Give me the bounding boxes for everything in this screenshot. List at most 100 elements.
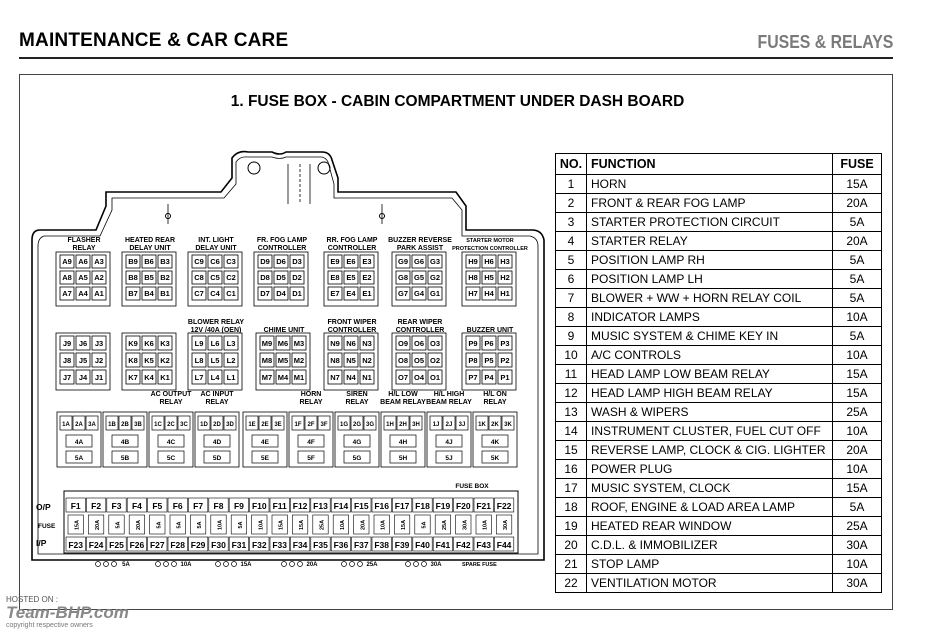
fuse-output-label: F17 — [395, 501, 410, 511]
relay-pin-socket — [118, 415, 132, 431]
fuse-function-cell: STARTER PROTECTION CIRCUIT — [586, 212, 833, 232]
fuse-slot — [353, 514, 370, 535]
relay-pin-socket — [297, 450, 325, 464]
fuse-number-cell: 16 — [555, 459, 587, 479]
relay-pin-label: 2H — [399, 422, 407, 428]
relay-pin-label: O5 — [414, 356, 424, 365]
fuse-input-label: F24 — [89, 540, 104, 550]
relay-pin-socket — [251, 434, 279, 448]
relay-pin-label: 1A — [62, 422, 70, 428]
relay-pin-label: L1 — [227, 373, 236, 382]
fuse-input-label: F27 — [150, 540, 165, 550]
relay-pin-label: 4F — [307, 439, 315, 446]
spare-fuse-slot — [349, 561, 355, 567]
spare-fuse-slot — [103, 561, 109, 567]
spare-fuse-slot — [421, 561, 427, 567]
fuse-output-label: F4 — [132, 501, 142, 511]
relay-pin-socket — [343, 434, 371, 448]
relay-pin-label: 1G — [340, 422, 348, 428]
relay-pin-label: G8 — [398, 273, 408, 282]
relay-pin-socket — [455, 415, 469, 431]
relay-label: INT. LIGHT — [198, 237, 234, 244]
relay-housing — [56, 411, 102, 468]
fuse-output-label: F15 — [354, 501, 369, 511]
fuse-slot — [271, 514, 288, 535]
fuse-slot — [455, 514, 472, 535]
relay-pin-label: N2 — [362, 356, 372, 365]
relay-pin-label: B2 — [160, 273, 170, 282]
mount-hole-left — [247, 161, 261, 175]
relay-pin-socket — [289, 286, 305, 301]
relay-pin-socket — [427, 352, 443, 368]
fuse-input-label: F37 — [354, 540, 369, 550]
fuse-input-terminal — [249, 536, 270, 552]
relay-pin-socket — [327, 270, 343, 285]
relay-label: RELAY — [205, 399, 228, 406]
relay-housing — [323, 332, 379, 391]
fuse-slot — [190, 514, 207, 535]
fuse-function-cell: REVERSE LAMP, CLOCK & CIG. LIGHTER — [586, 440, 833, 460]
fuse-input-terminal — [290, 536, 311, 552]
relay-pin-socket — [259, 369, 275, 385]
spare-fuse-slot — [155, 561, 161, 567]
relay-pin-label: J2 — [95, 356, 103, 365]
relay-pin-socket — [75, 254, 91, 269]
fuse-function-cell: STOP LAMP — [586, 554, 833, 574]
fuse-slot — [496, 514, 513, 535]
relay-pin-socket — [465, 369, 481, 385]
fuse-output-label: F8 — [214, 501, 224, 511]
relay-pin-socket — [191, 270, 207, 285]
relay-pin-label: K1 — [160, 373, 170, 382]
relay-pin-socket — [59, 254, 75, 269]
watermark-hosted: HOSTED ON : — [6, 595, 59, 604]
relay-pin-socket — [395, 352, 411, 368]
relay-pin-socket — [91, 352, 107, 368]
relay-pin-label: N9 — [330, 339, 340, 348]
relay-pin-label: E9 — [330, 257, 339, 266]
relay-housing — [55, 332, 111, 391]
fuse-input-label: F23 — [68, 540, 83, 550]
relay-pin-label: L8 — [195, 356, 204, 365]
fuse-output-label: F14 — [334, 501, 349, 511]
relay-pin-socket — [72, 415, 86, 431]
relay-pin-label: 3J — [459, 422, 466, 428]
fuse-rating-cell: 5A — [832, 212, 882, 232]
spare-fuse-rating: 25A — [366, 562, 378, 568]
relay-pin-label: P3 — [500, 339, 509, 348]
relay-pin-socket — [395, 286, 411, 301]
fuse-input-label: F28 — [170, 540, 185, 550]
fuse-number-cell: 8 — [555, 307, 587, 327]
relay-pin-socket — [481, 270, 497, 285]
housing-outline — [31, 150, 545, 561]
relay-housing — [187, 332, 243, 391]
relay-pin-label: N3 — [362, 339, 372, 348]
relay-pin-socket — [125, 352, 141, 368]
relay-pin-label: N5 — [346, 356, 356, 365]
relay-pin-socket — [91, 270, 107, 285]
relay-housing — [253, 251, 309, 307]
relay-pin-socket — [91, 369, 107, 385]
relay-pin-socket — [258, 415, 272, 431]
relay-pin-label: 4C — [167, 439, 176, 446]
relay-pin-label: 4D — [213, 439, 222, 446]
fuse-number-cell: 20 — [555, 535, 587, 555]
relay-label: FRONT WIPER — [328, 319, 377, 326]
relay-pin-socket — [497, 286, 513, 301]
fuse-slot — [292, 514, 309, 535]
fuse-output-label: F21 — [476, 501, 491, 511]
relay-pin-socket — [327, 254, 343, 269]
fuse-rating-label: 10A — [340, 520, 346, 530]
fuse-slot — [149, 514, 166, 535]
relay-pin-socket — [125, 270, 141, 285]
relay-pin-label: 1D — [200, 422, 208, 428]
fuse-input-label: F30 — [211, 540, 226, 550]
relay-pin-socket — [501, 415, 515, 431]
fuse-slot — [210, 514, 227, 535]
relay-pin-socket — [111, 434, 139, 448]
relay-pin-socket — [245, 415, 259, 431]
fuse-rating-label: 10A — [381, 520, 387, 530]
